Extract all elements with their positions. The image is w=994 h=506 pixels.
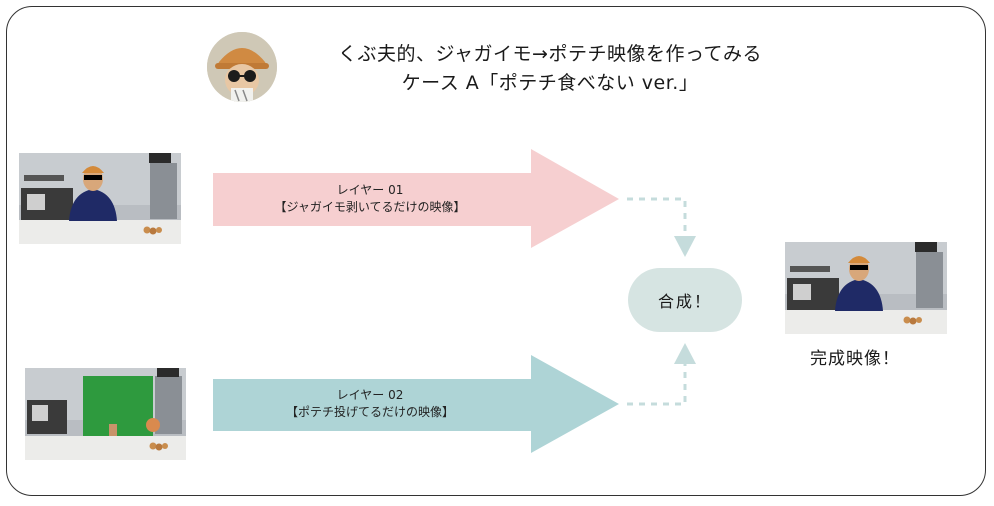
- layer-02-arrow: [213, 355, 619, 453]
- diagram-title: くぶ夫的、ジャガイモ→ポテチ映像を作ってみる ケース A「ポテチ食べない ver…: [290, 40, 810, 98]
- upper-connector-arrowhead: [674, 236, 696, 257]
- author-avatar: [207, 32, 277, 102]
- lower-dotted-connector: [627, 364, 687, 406]
- title-line-2: ケース A「ポテチ食べない ver.」: [401, 72, 699, 94]
- layer-01-label: レイヤー 01 【ジャガイモ剥いてるだけの映像】: [240, 182, 500, 216]
- final-video-label: 完成映像！: [810, 349, 900, 369]
- layer-02-source-photo: [25, 368, 186, 460]
- layer-01-description: 【ジャガイモ剥いてるだけの映像】: [274, 200, 466, 214]
- layer-01-title: レイヤー 01: [336, 183, 404, 197]
- layer-02-description: 【ポテチ投げてるだけの映像】: [285, 405, 454, 419]
- upper-dotted-connector: [627, 197, 687, 238]
- layer-01-source-photo: [19, 153, 181, 244]
- composite-node: 合成！: [628, 268, 742, 332]
- layer-02-label: レイヤー 02 【ポテチ投げてるだけの映像】: [240, 387, 500, 421]
- final-video-photo: [785, 242, 947, 334]
- title-line-1: くぶ夫的、ジャガイモ→ポテチ映像を作ってみる: [337, 43, 763, 65]
- lower-connector-arrowhead: [674, 343, 696, 364]
- layer-01-arrow: [213, 149, 619, 248]
- layer-02-title: レイヤー 02: [336, 388, 404, 402]
